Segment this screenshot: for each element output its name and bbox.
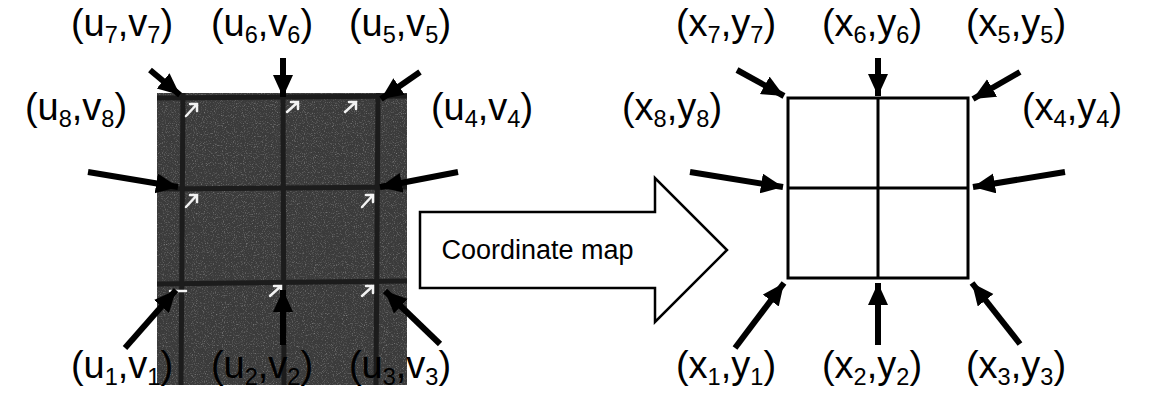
coordinate-label: (u8,v8): [25, 88, 127, 131]
coordinate-label: (u1,v1): [71, 346, 173, 389]
coordinate-label: (x8,y8): [622, 88, 722, 131]
coordinate-label: (u6,v6): [211, 4, 313, 47]
photo-grid-lines: [157, 93, 407, 385]
leader-arrows: [88, 58, 1065, 348]
coordinate-label: (x6,y6): [822, 4, 922, 47]
surface-photo: [157, 93, 407, 385]
coordinate-label: (u5,v5): [349, 4, 451, 47]
coordinate-label: (x2,y2): [822, 346, 922, 389]
coordinate-label: (x3,y3): [966, 346, 1066, 389]
coordinate-label: (u4,v4): [431, 88, 533, 131]
map-arrow-outline: [420, 178, 727, 322]
coordinate-label: (u7,v7): [71, 4, 173, 47]
map-arrow-box: Coordinate map: [420, 212, 655, 288]
target-grid: [788, 98, 968, 278]
coordinate-label: (x1,y1): [676, 346, 776, 389]
coordinate-label: (x4,y4): [1022, 88, 1122, 131]
coordinate-label: (x5,y5): [966, 4, 1066, 47]
photo-texture: [157, 93, 407, 385]
arrow-caption: Coordinate map: [441, 235, 633, 266]
chalk-marks: [170, 102, 373, 296]
coordinate-label: (x7,y7): [676, 4, 776, 47]
coordinate-label: (u3,v3): [349, 346, 451, 389]
coordinate-label: (u2,v2): [211, 346, 313, 389]
photo-ground: [157, 93, 407, 385]
